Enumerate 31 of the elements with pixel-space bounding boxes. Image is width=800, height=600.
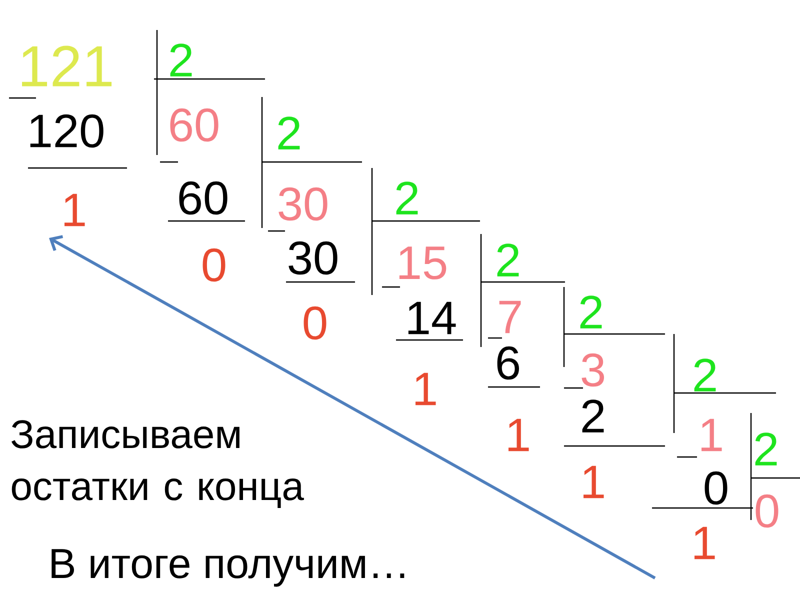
subtrahend-number: 120 [30, 114, 104, 148]
divisor-number: 2 [694, 358, 716, 392]
subtrahend-number: 14 [408, 302, 456, 334]
quotient-number: 15 [399, 246, 446, 280]
quotient-number: 7 [499, 300, 521, 334]
divisor-number: 2 [755, 432, 777, 466]
quotient-number: 0 [756, 494, 778, 528]
subtrahend-number: 2 [582, 400, 604, 432]
remainder-number: 1 [64, 194, 85, 226]
remainder-number: 0 [304, 306, 326, 340]
dividend-number: 121 [22, 46, 112, 86]
quotient-number: 60 [170, 108, 218, 142]
note-text: Записываем остатки с конца [12, 420, 304, 508]
subtrahend-number: 60 [179, 181, 228, 215]
quotient-number: 3 [582, 353, 604, 387]
subtrahend-number: 0 [704, 471, 728, 505]
quotient-number: 30 [278, 187, 328, 221]
subtrahend-number: 30 [288, 241, 338, 275]
remainder-number: 1 [584, 466, 604, 498]
divisor-number: 2 [497, 244, 519, 276]
subtrahend-number: 6 [497, 346, 519, 380]
remainder-number: 1 [416, 372, 436, 406]
divisor-number: 2 [278, 116, 300, 150]
divisor-number: 2 [396, 182, 418, 214]
divisor-number: 2 [170, 44, 192, 76]
divisor-number: 2 [580, 296, 602, 328]
remainder-number: 1 [694, 526, 715, 560]
remainder-number: 0 [202, 248, 226, 282]
remainder-number: 1 [508, 418, 529, 452]
quotient-number: 1 [702, 418, 722, 452]
note-text: В итоге получим… [52, 549, 404, 587]
